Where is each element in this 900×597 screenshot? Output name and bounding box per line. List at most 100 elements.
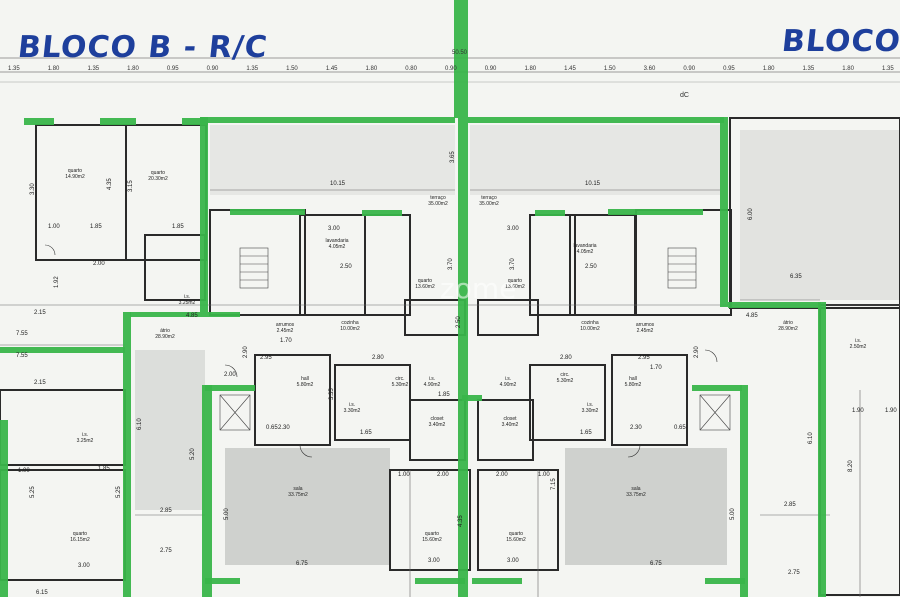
room-label: circ.5.30m2 <box>557 372 574 384</box>
top-dimension: 1.35 <box>802 66 815 72</box>
room-name: i.s. <box>504 376 512 382</box>
room-area: 33.75m2 <box>626 492 646 498</box>
green-wall <box>205 578 240 584</box>
green-wall <box>200 117 455 123</box>
green-wall <box>535 210 565 216</box>
top-dimension: 0.90 <box>445 66 457 72</box>
room-name: hall <box>629 376 637 382</box>
dimension-label: 3.00 <box>507 558 519 564</box>
room-name: i.s. <box>428 376 436 382</box>
green-wall <box>454 0 468 118</box>
dimension-label: 2.00 <box>496 472 508 478</box>
top-dimension: 1.35 <box>8 66 20 72</box>
room-area: 3.25m2 <box>76 438 94 444</box>
room-area: 2.45m2 <box>636 328 654 334</box>
dimension-label-vertical: 6.00 <box>748 208 754 220</box>
dimension-label-vertical: 2.90 <box>694 346 700 358</box>
dimension-label-vertical: 7.15 <box>551 478 557 490</box>
room-label: i.s.3.25m2 <box>179 294 196 306</box>
room-name: quarto <box>507 278 523 284</box>
room-name: i.s. <box>586 402 594 408</box>
room-name: circ. <box>395 376 405 382</box>
room-area: 28.90m2 <box>778 326 798 332</box>
room-name: closet <box>503 416 517 422</box>
dimension-label-vertical: 1.92 <box>54 276 60 288</box>
dimension-label-vertical: 3.70 <box>510 258 516 270</box>
top-dimension: 0.95 <box>166 66 179 72</box>
room-area: 15.60m2 <box>422 537 442 543</box>
room-area: 16.15m2 <box>70 537 90 543</box>
room-area: 4.90m2 <box>423 382 441 388</box>
green-wall <box>728 302 821 308</box>
dimension-label: 6.15 <box>36 590 48 596</box>
top-dimension: 1.35 <box>246 66 259 72</box>
green-wall <box>362 210 402 216</box>
room-name: quarto <box>150 170 166 176</box>
dimension-label: 3.00 <box>78 563 90 569</box>
dimension-label: 1.00 <box>18 468 30 474</box>
room-name: circ. <box>560 372 570 378</box>
room-area: 15.60m2 <box>506 537 526 543</box>
room-name: cozinha <box>581 320 599 326</box>
dimension-label-vertical: 5.25 <box>30 486 36 498</box>
room-area: 5.30m2 <box>391 382 409 388</box>
green-wall <box>705 578 745 584</box>
room-name: átrio <box>783 320 793 326</box>
dimension-label: 2.85 <box>784 502 796 508</box>
green-wall <box>462 395 482 401</box>
dimension-label: 1.90 <box>852 408 864 414</box>
room-area: 10.00m2 <box>580 326 600 332</box>
room-label: i.s.2.50m2 <box>850 338 867 350</box>
dimension-label: 2.75 <box>788 570 800 576</box>
green-wall <box>720 117 728 307</box>
room-area: 3.30m2 <box>581 408 599 414</box>
dimension-label: 2.30 <box>278 425 290 431</box>
dimension-label: 1.85 <box>172 224 184 230</box>
dimension-label-vertical: 4.35 <box>107 178 113 190</box>
dimension-label: 6.75 <box>650 561 662 567</box>
green-wall <box>458 118 468 597</box>
top-dimension: 1.50 <box>286 66 298 72</box>
top-dimension: 3.60 <box>643 66 656 72</box>
green-wall <box>472 578 522 584</box>
room-name: átrio <box>160 328 170 334</box>
top-dimension: 0.95 <box>723 66 735 72</box>
room-name: quarto <box>508 531 524 537</box>
dimension-label-vertical: 3.70 <box>448 258 454 270</box>
green-wall <box>692 385 742 391</box>
room-area: 3.25m2 <box>178 300 196 306</box>
room-name: cozinha <box>341 320 359 326</box>
dimension-label: 1.65 <box>580 430 592 436</box>
room-area: 28.90m2 <box>155 334 175 340</box>
top-dimension: 1.80 <box>365 66 378 72</box>
green-wall <box>740 385 748 597</box>
dimension-label: 1.00 <box>538 472 550 478</box>
room-label: i.s.4.90m2 <box>424 376 441 388</box>
room-area: 2.45m2 <box>276 328 294 334</box>
dimension-label: 2.95 <box>260 355 272 361</box>
room-name: lavandaria <box>573 243 597 249</box>
room-name: hall <box>301 376 309 382</box>
room-area: 13.60m2 <box>505 284 525 290</box>
dimension-label-vertical: 2.50 <box>456 316 462 328</box>
dimension-label: 2.30 <box>630 425 642 431</box>
room-label: i.s.3.25m2 <box>77 432 94 444</box>
north-mark: dC <box>680 92 689 99</box>
room-area: 3.40m2 <box>428 422 446 428</box>
green-wall <box>260 209 305 215</box>
green-wall <box>24 118 54 125</box>
top-dimension: 1.80 <box>524 66 537 72</box>
dimension-label-vertical: 8.20 <box>848 460 854 472</box>
